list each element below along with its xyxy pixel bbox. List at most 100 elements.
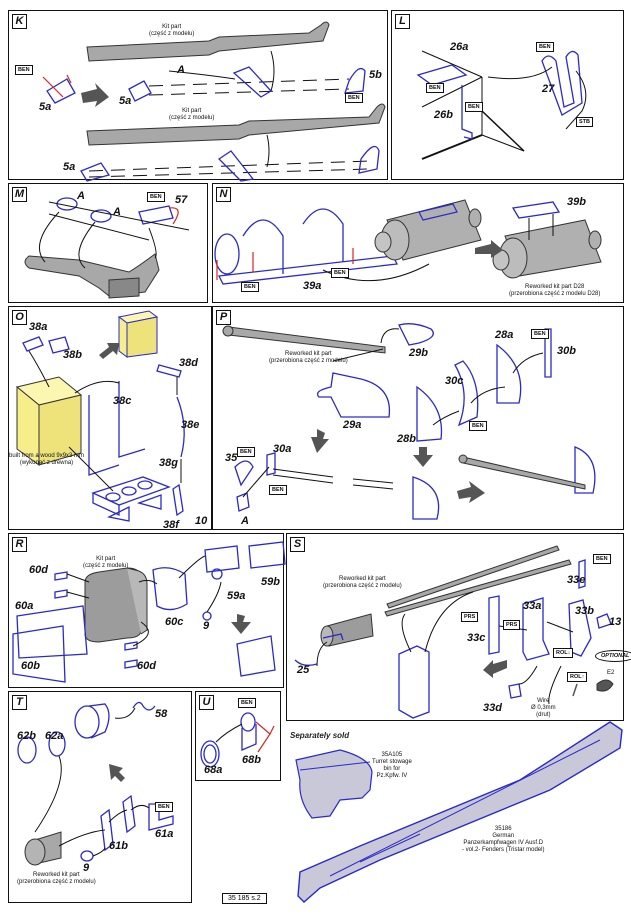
panel-o-drawing: [15, 310, 185, 522]
arrow-icon: [109, 764, 125, 782]
panel-letter: S: [290, 537, 305, 552]
panel-s-drawing: [294, 545, 614, 719]
panel-letter: P: [216, 310, 231, 325]
arrow-icon: [475, 240, 503, 258]
part-label: 61b: [109, 840, 128, 852]
ben-tag: BEN: [536, 42, 554, 52]
panel-letter: R: [12, 537, 27, 552]
ben-tag: BEN: [15, 65, 33, 75]
part-label: 60c: [165, 616, 184, 628]
arrow-icon: [413, 447, 433, 467]
part-label: 59a: [227, 590, 246, 602]
kit-part-note: Kit part(część z modelu): [83, 556, 129, 569]
reworked-note: Reworked kit part(przerobiona część z mo…: [323, 576, 402, 589]
part-label: 33a: [523, 600, 542, 612]
part-label: 10: [195, 515, 208, 527]
part-label: 60d: [29, 564, 48, 576]
part-label: 61a: [155, 828, 174, 840]
arrow-icon: [99, 343, 119, 359]
ben-tag: BEN: [465, 102, 483, 112]
part-label: 62a: [45, 730, 64, 742]
panel-o: O 38a 38b 38c 38d 38e 38g: [8, 306, 212, 531]
part-label: 38d: [179, 357, 198, 369]
part-label: 59b: [261, 576, 280, 588]
part-label: 5a: [119, 95, 132, 107]
fenders: [297, 721, 623, 903]
optional-part-e2: [596, 679, 614, 692]
kit-cylinder: [492, 219, 602, 279]
panel-s: S Reworked kit part(przerobiona część z …: [286, 533, 631, 721]
optional-badge: OPTIONAL: [595, 650, 631, 662]
panel-k-drawing: [42, 21, 386, 182]
ben-tag: BEN: [331, 268, 349, 278]
part-label: 38c: [113, 395, 132, 407]
panel-t-drawing: [17, 701, 174, 866]
ben-tag: BEN: [238, 698, 256, 708]
panel-letter: N: [216, 187, 231, 202]
reworked-note: Reworked kit part(przerobiona część z mo…: [269, 351, 348, 364]
kit-lamp: [24, 831, 62, 866]
prs-tag: PRS: [503, 620, 521, 630]
kit-rail-bottom: [86, 103, 386, 146]
ben-tag: BEN: [155, 802, 173, 812]
panel-l-drawing: [416, 50, 587, 160]
panel-letter: L: [395, 14, 410, 29]
ben-tag: BEN: [345, 93, 363, 103]
wood-block: [15, 376, 83, 466]
part-label: 68b: [242, 754, 261, 766]
ben-tag: BEN: [593, 554, 611, 564]
part-label: 35: [225, 452, 238, 464]
rol-down-tag: ROL↓: [553, 648, 574, 658]
part-label: 60b: [21, 660, 40, 672]
arrow-icon: [81, 83, 109, 107]
panel-t: T 58 62b 62a 61b 61a 9 BEN Reworked kit …: [8, 691, 192, 903]
arrow-icon: [457, 481, 485, 503]
panel-letter: M: [12, 187, 27, 202]
part-label: A: [177, 64, 185, 76]
part-label: 9: [83, 862, 90, 874]
part-label: 62b: [17, 730, 36, 742]
muffler-cylinder: [374, 199, 482, 261]
panel-letter: O: [12, 310, 27, 325]
part-label: 38a: [29, 321, 48, 333]
panel-k: K Kit part(część z modelu) Kit part(częś…: [8, 10, 388, 182]
kit-part-note-bottom: Kit part(część z modelu): [169, 108, 215, 121]
part-label: 5b: [369, 69, 382, 81]
part-label: 28a: [495, 329, 514, 341]
arrow-icon: [231, 614, 251, 634]
kit-part-note-top: Kit part(część z modelu): [149, 24, 195, 37]
part-label: 28b: [397, 433, 416, 445]
part-label: 57: [175, 194, 188, 206]
arrow-icon: [483, 660, 507, 678]
panel-m: M A A 57 BEN: [8, 183, 208, 303]
ben-tag: BEN: [147, 192, 165, 202]
part-label: 25: [297, 664, 310, 676]
part-label: 5a: [39, 101, 52, 113]
battery-box-assembled: [117, 310, 159, 358]
panel-letter: U: [199, 695, 214, 710]
part-label: 38e: [181, 419, 200, 431]
part-label: 33d: [483, 702, 502, 714]
reworked-note: Reworked kit part D28(przerobiona część …: [509, 284, 601, 297]
ben-tag: BEN: [469, 421, 487, 431]
panel-n: N 39a 39b BEN BEN Reworked kit pa: [212, 183, 624, 303]
prs-tag: PRS: [461, 612, 479, 622]
part-label: 13: [609, 616, 622, 628]
part-label: 58: [155, 708, 168, 720]
panel-u-drawing: [200, 712, 275, 768]
part-label: 39b: [567, 196, 586, 208]
panel-l: L 26a 26b 27 BEN BEN BEN STB: [391, 10, 624, 180]
ben-tag: BEN: [241, 282, 259, 292]
part-label: 29b: [409, 347, 428, 359]
part-label: 68a: [204, 764, 223, 776]
panel-n-drawing: [214, 199, 602, 285]
part-label: 38b: [63, 349, 82, 361]
kit-box: [84, 567, 148, 643]
panel-m-drawing: [24, 197, 190, 299]
page-code: 35 185 s.2: [222, 893, 267, 904]
reworked-note: Reworked kit part(przerobiona część z mo…: [17, 872, 96, 885]
panel-r-drawing: [12, 541, 286, 683]
